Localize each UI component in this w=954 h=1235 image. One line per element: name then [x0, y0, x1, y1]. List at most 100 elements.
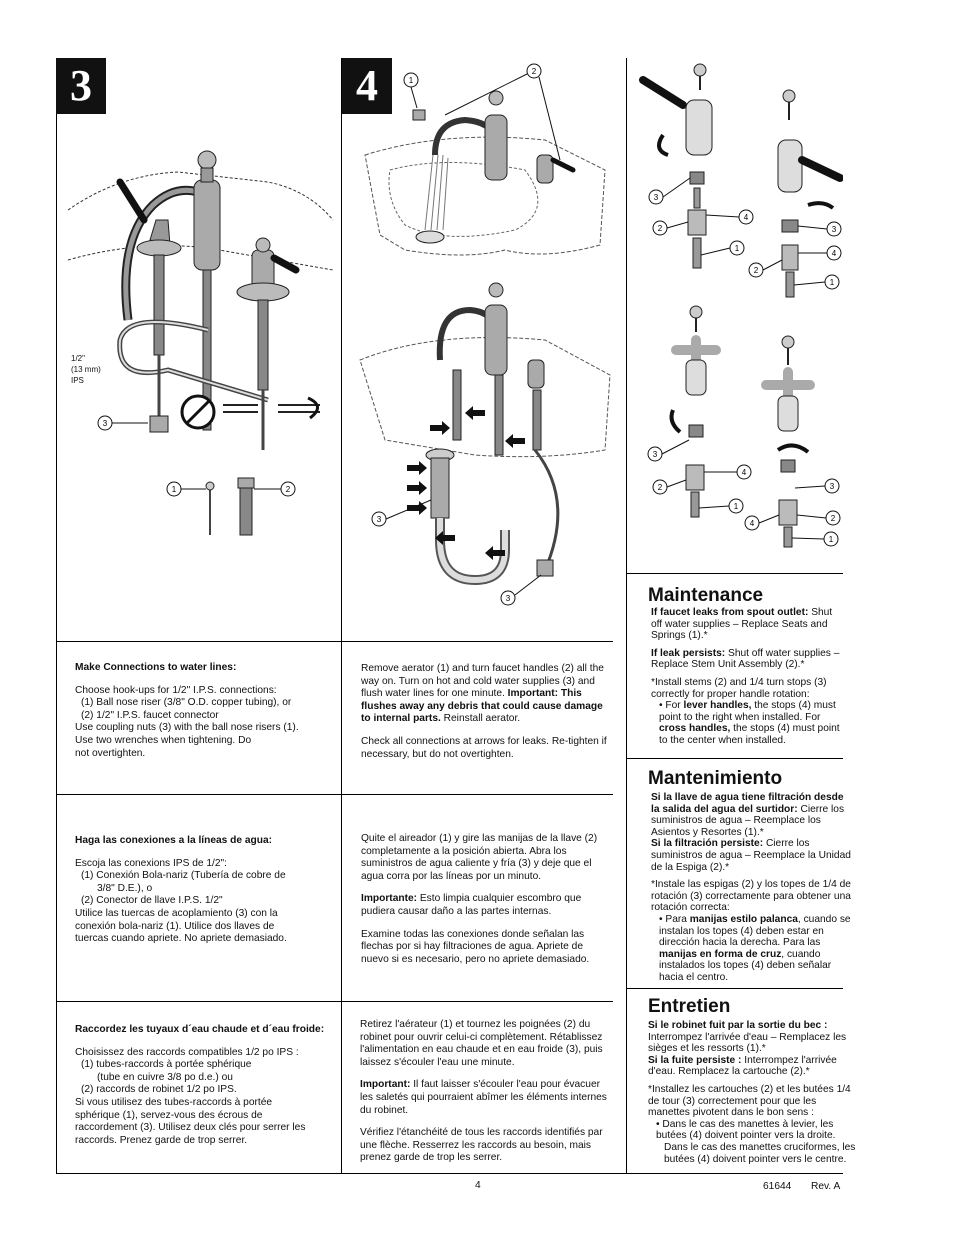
cross-right-callout-1: 1 [829, 535, 834, 544]
step-4-en-p1b: Reinstall aerator. [440, 713, 521, 725]
entretien-bullet-2: Dans le cas des manettes cruciformes, le… [664, 1141, 856, 1165]
maintenance-bullet-bold-1: lever handles, [683, 700, 752, 712]
step-4-fr-important: Important: [360, 1079, 411, 1091]
step-3-es-line: (1) Conexión Bola-nariz (Tubería de cobr… [81, 870, 286, 882]
step-4-callout-1: 1 [409, 76, 414, 85]
lever-right-callout-4: 4 [832, 249, 837, 258]
step-3-fr-line: raccordement (3). Utilisez deux clés pou… [75, 1122, 306, 1134]
mantenimiento-title: Mantenimiento [648, 768, 783, 789]
col-divider-1 [341, 58, 342, 1174]
bottom-border [56, 1173, 843, 1174]
pipe-label-line-2: (13 mm) [71, 365, 101, 374]
step-4-english-text: Remove aerator (1) and turn faucet handl… [361, 663, 611, 771]
mantenimiento-bullet-a: • Para [659, 913, 690, 925]
row-divider-en [56, 641, 613, 642]
step-3-es-line: tuercas cuando apriete. No apriete demas… [75, 933, 287, 945]
step-3-en-heading: Make Connections to water lines: [75, 662, 237, 673]
pipe-label-line-3: IPS [71, 376, 84, 385]
page-number: 4 [475, 1180, 481, 1191]
mantenimiento-bullet-b: , cuando se instalan los topes (4) deben… [659, 913, 851, 949]
lever-left-callout-3: 3 [654, 193, 659, 202]
maintenance-bullet-a: • For [659, 700, 684, 712]
cross-left-callout-2: 2 [658, 483, 663, 492]
cross-left-callout-4: 4 [742, 468, 747, 477]
step-4-callout-2: 2 [532, 67, 537, 76]
lever-left-callout-1: 1 [735, 244, 740, 253]
cross-right-callout-4: 4 [750, 519, 755, 528]
step-4-fr-p2: Il faut laisser s'écouler l'eau pour éva… [360, 1079, 607, 1116]
maintenance-bullet-bold-2: cross handles, [659, 723, 731, 735]
maintenance-title: Maintenance [648, 585, 764, 606]
step-4-callout-3-left: 3 [377, 515, 382, 524]
entretien-p2-bold: Si la fuite persiste : [648, 1054, 742, 1066]
mantenimiento-p3: *Instale las espigas (2) y los topes de … [651, 879, 851, 914]
step-4-es-p1: Quite el aireador (1) y gire las manijas… [361, 833, 598, 882]
step-3-number: 3 [56, 58, 106, 114]
step-4-en-important: Important: This flushes away any debris … [361, 688, 603, 725]
step-4-fr-p3: Vérifiez l'étanchéité de tous les raccor… [360, 1127, 603, 1164]
lever-right-callout-1: 1 [830, 278, 835, 287]
step-4-fr-p1: Retirez l'aérateur (1) et tournez les po… [360, 1019, 603, 1068]
step-3-es-line: Utilice las tuercas de acoplamiento (3) … [75, 907, 278, 919]
entretien-title: Entretien [648, 996, 731, 1017]
mantenimiento-p1-bold: Si la llave de agua tiene filtración des… [651, 792, 844, 815]
pipe-label-line-1: 1/2" [71, 354, 85, 363]
mantenimiento-bullet-bold-1: manijas estilo palanca [689, 913, 798, 925]
side-divider-3 [626, 988, 843, 989]
step-3-fr-line: sphérique (1), servez-vous des écrous de [75, 1109, 263, 1121]
step-4-illustration: 1 2 3 3 [359, 63, 611, 606]
step-3-fr-line: (1) tubes-raccords à portée sphérique [81, 1059, 252, 1071]
mantenimiento-text: Si la llave de agua tiene filtración des… [651, 792, 851, 984]
mantenimiento-bullet-c: , cuando instalados los topes (4) deben … [659, 948, 832, 983]
step-3-en-line: (2) 1/2" I.P.S. faucet connector [81, 709, 219, 721]
left-border [56, 58, 57, 1174]
step-4-es-p3: Examine todas las conexiones donde señal… [361, 928, 590, 965]
step-3-french-text: Raccordez les tuyaux d´eau chaude et d´e… [75, 1024, 337, 1147]
entretien-text: Si le robinet fuit par la sortie du bec … [648, 1020, 856, 1165]
lever-right-callout-2: 2 [754, 266, 759, 275]
maintenance-bullet-c: the stops (4) must point to the center w… [659, 723, 840, 746]
step-4-es-p2: Esto limpia cualquier escombro que pudie… [361, 893, 582, 917]
step-4-spanish-text: Quite el aireador (1) y gire las manijas… [361, 833, 611, 976]
maintenance-exploded-diagrams: 3 2 4 1 3 4 2 1 3 4 2 1 3 4 2 1 [639, 63, 843, 548]
step-4-en-p1a: Remove aerator (1) and turn faucet handl… [361, 663, 604, 700]
cross-right-callout-2: 2 [831, 514, 836, 523]
entretien-p3: *Installez les cartouches (2) et les but… [648, 1083, 851, 1119]
step-3-pipe-label: 1/2" (13 mm) IPS [71, 353, 101, 386]
step-3-en-line: not overtighten. [75, 747, 146, 759]
entretien-p2: Interrompez l'arrivée d'eau. Remplacez l… [648, 1054, 837, 1078]
maintenance-p3: *Install stems (2) and 1/4 turn stops (3… [651, 676, 827, 700]
side-divider-2 [626, 758, 843, 759]
side-divider-1 [626, 573, 843, 574]
step-3-es-line: Escoja las conexions IPS de 1/2": [75, 857, 227, 869]
step-4-callout-3-bottom: 3 [506, 594, 511, 603]
step-4-es-important: Importante: [361, 893, 418, 905]
maintenance-text: If faucet leaks from spout outlet: Shut … [651, 607, 846, 747]
step-4-french-text: Retirez l'aérateur (1) et tournez les po… [360, 1019, 612, 1175]
mantenimiento-p1: Cierre los suministros de agua – Reempla… [651, 803, 845, 838]
step-3-es-heading: Haga las conexiones a la líneas de agua: [75, 835, 273, 846]
maintenance-p1: Shut off water supplies – Replace Seats … [651, 607, 833, 642]
maintenance-p2: Shut off water supplies – Replace Stem U… [651, 647, 840, 671]
step-4-number: 4 [342, 58, 392, 114]
step-3-fr-line: (tube en cuivre 3/8 po d.e.) ou [97, 1071, 233, 1083]
maintenance-p2-bold: If leak persists: [651, 647, 726, 659]
step-3-callout-3: 3 [103, 419, 108, 428]
step-3-en-line: Use two wrenches when tightening. Do [75, 734, 252, 746]
entretien-p1: Interrompez l'arrivée d'eau – Remplacez … [648, 1031, 847, 1055]
col-divider-2 [626, 58, 627, 1174]
doc-number: 61644 [763, 1181, 792, 1192]
maintenance-bullet-b: the stops (4) must point to the right wh… [659, 700, 836, 723]
entretien-bullet-1: • Dans le cas des manettes à levier, les… [656, 1118, 836, 1142]
step-3-fr-heading: Raccordez les tuyaux d´eau chaude et d´e… [75, 1024, 325, 1035]
revision: Rev. A [811, 1181, 841, 1192]
maintenance-p1-bold: If faucet leaks from spout outlet: [651, 607, 809, 618]
step-3-english-text: Make Connections to water lines: Choose … [75, 662, 335, 760]
step-3-spanish-text: Haga las conexiones a la líneas de agua:… [75, 835, 337, 946]
cross-left-callout-1: 1 [734, 502, 739, 511]
cross-right-callout-3: 3 [830, 482, 835, 491]
step-3-callout-2: 2 [286, 485, 291, 494]
lever-left-callout-2: 2 [658, 224, 663, 233]
step-3-illustration: 3 1 2 [67, 150, 334, 536]
step-3-es-line: (2) Conector de llave I.P.S. 1/2" [81, 895, 223, 907]
